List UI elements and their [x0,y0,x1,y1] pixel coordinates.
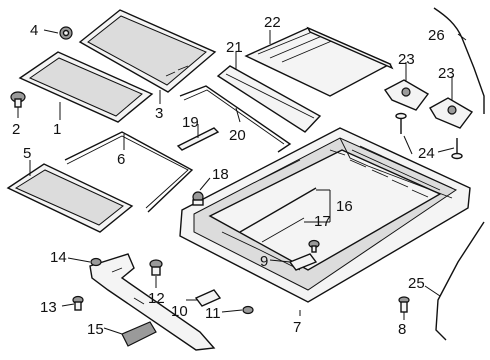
callout-21: 21 [226,39,243,56]
pad-part-15 [121,321,157,347]
callout-23-right: 23 [438,65,455,82]
motor-right [429,97,474,129]
leader-lines [17,29,467,335]
callout-13: 13 [40,299,57,316]
rear-bracket [89,253,216,351]
callout-7: 7 [293,319,301,336]
callout-24: 24 [418,145,435,162]
screw-right [451,138,463,160]
bolt-part-12 [149,259,163,276]
weatherstrip-seal [64,131,194,213]
bolt-part-2 [10,91,26,108]
callout-4: 4 [30,22,38,39]
bolt-part-13 [72,295,84,311]
bolt-center [308,239,320,253]
label-part-9 [288,253,318,271]
sunroof-frame [179,127,471,303]
callout-2: 2 [12,121,20,138]
callout-5: 5 [23,145,31,162]
deflector-rail [179,85,292,153]
callout-16: 16 [336,198,353,215]
callout-12: 12 [148,290,165,307]
drain-hose-25 [435,221,485,341]
clip-part-11 [242,305,254,315]
front-panel [216,65,322,133]
callout-25: 25 [408,275,425,292]
callout-23-left: 23 [398,51,415,68]
glass-frame [18,51,154,123]
callout-10: 10 [171,303,188,320]
callout-6: 6 [117,151,125,168]
callout-11: 11 [205,305,221,322]
callout-9: 9 [260,253,268,270]
callout-3: 3 [155,105,163,122]
clip-part-4 [59,26,73,40]
pad-part-10 [194,289,222,307]
callout-14: 14 [50,249,67,266]
sunshade [244,26,394,97]
screw-left [395,112,407,134]
callout-18: 18 [212,166,229,183]
callout-20: 20 [229,127,246,144]
trim-strip [176,127,220,151]
nut-part-14 [90,257,102,267]
callout-22: 22 [264,14,281,31]
callout-19: 19 [182,114,199,131]
drive-cable [239,187,317,243]
callout-labels: 1 2 3 4 5 6 7 8 9 10 11 12 13 14 15 16 1… [12,14,455,338]
motor-left [383,79,430,111]
callout-17: 17 [314,213,331,230]
callout-1: 1 [53,121,61,138]
glass-panel-upper [78,9,217,93]
callout-8: 8 [398,321,406,338]
callout-15: 15 [87,321,104,338]
glass-pad [6,163,134,233]
drain-hose-26 [433,7,485,114]
grommet-part-8 [398,296,410,313]
callout-brackets [299,189,331,316]
callout-26: 26 [428,27,445,44]
bolt-part-18 [192,191,204,206]
